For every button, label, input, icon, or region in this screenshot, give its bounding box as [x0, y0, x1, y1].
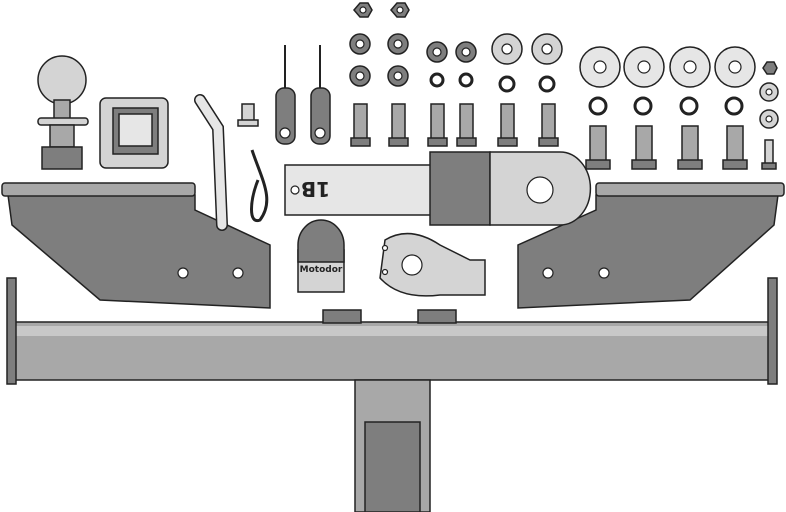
washers	[349, 33, 779, 129]
receiver-socket	[99, 97, 169, 169]
cable-ties	[275, 45, 331, 145]
receiver-tube	[354, 379, 431, 512]
r-clip	[250, 149, 269, 223]
drawbar: 1B	[284, 151, 592, 226]
hex-nut	[390, 2, 410, 18]
bar-marking: 1B	[301, 177, 330, 201]
hitch-pin	[194, 94, 259, 231]
hex-nut	[762, 61, 778, 75]
right-side-bracket	[517, 182, 785, 309]
socket-plate	[379, 232, 486, 297]
spring-washers	[429, 72, 744, 116]
left-side-bracket	[1, 182, 271, 309]
tow-ball	[37, 55, 89, 170]
ball-cover-brand: Motodor	[300, 265, 343, 275]
cross-beam	[6, 277, 778, 385]
bolts	[350, 103, 777, 170]
ball-cover: Motodor	[297, 219, 345, 293]
hex-nut	[353, 2, 373, 18]
